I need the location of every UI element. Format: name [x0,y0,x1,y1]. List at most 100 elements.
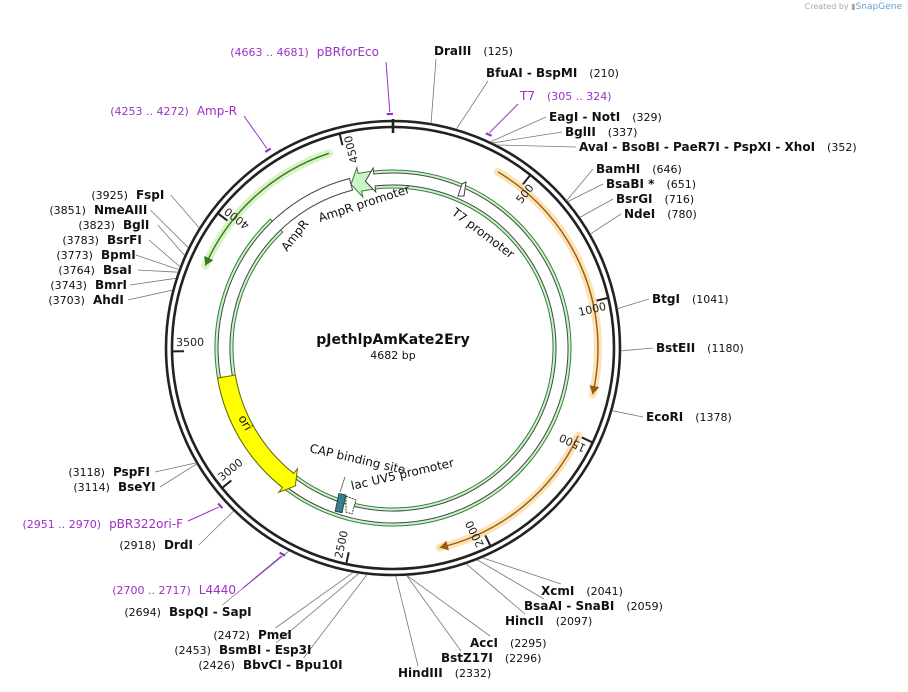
primer-range-t7: (305 .. 324) [547,90,612,103]
feature-cap-binding-site [334,492,347,514]
tick-4000 [217,212,228,222]
site-pos-bseyi: (3114) [73,481,110,494]
site-line-eagi-noti [490,116,547,143]
primer-line-pbrforeco [385,61,391,113]
site-label-ndei: NdeI(780) [624,207,697,221]
site-label-xcmi: XcmI(2041) [541,584,623,598]
site-label-ecori: EcoRI(1378) [646,410,732,424]
site-line-nmeaiii [150,209,189,248]
site-line-xcmi [482,557,562,585]
site-pos-draiii: (125) [483,45,513,58]
primer-range-l4440: (2700 .. 2717) [112,584,191,597]
arc-line-3 [204,152,330,266]
site-pos-bpmi: (3773) [56,249,93,262]
site-label-pmei: (2472)PmeI [213,628,291,642]
site-pos-btgi: (1041) [692,293,729,306]
site-pos-bsrgi: (716) [665,193,695,206]
site-line-bsteii [620,347,654,352]
tick-label-2500: 2500 [332,529,351,559]
site-pos-drdi: (2918) [119,539,156,552]
feature-arcs [201,149,602,552]
primer-line-pbr322ori-f [187,506,219,522]
tick-label-3000: 3000 [216,456,246,484]
site-label-acci: AccI(2295) [470,636,547,650]
site-label-bsrgi: BsrGI (716) [616,192,694,206]
site-bspqi-sapi: (2694)BspQI - SapI [124,605,251,619]
site-line-acci [406,575,491,637]
site-leader-lines [127,58,654,667]
arc-arrowhead-3 [204,255,214,266]
site-pos-xcmi: (2041) [586,585,623,598]
site-line-bbvci-bpu10i [303,574,368,659]
plasmid-name: pJethlpAmKate2Ery [316,332,469,348]
arc-line-1 [497,171,599,395]
primer-label-pbrforeco: (4663 .. 4681)pBRforEco [230,45,379,59]
arc-arrowhead-1 [589,385,600,395]
site-label-bsai: (3764)BsaI [58,263,131,277]
site-name-avai-bsobi-paer7i-pspxi-xhoi: AvaI - BsoBI - PaeR7I - PspXI - XhoI [579,140,815,154]
tick-4500 [338,133,344,146]
site-label-bspqi-sapi: (2694)BspQI - SapI [124,605,251,619]
site-label-bseyi: (3114)BseYI [73,480,155,494]
restriction-sites: DraIII(125)BfuAI - BspMI(210)EagI - NotI… [48,44,856,680]
primer-pbr322ori-f: (2951 .. 2970)pBR322ori-F [23,517,184,531]
site-bsaai-snabi: BsaAI - SnaBI(2059) [524,599,663,613]
primer-label-amp-r: (4253 .. 4272)Amp-R [110,104,237,118]
site-name-hindiii: HindIII [398,666,443,680]
site-label-bsabi: BsaBI *(651) [606,177,696,191]
site-name-bsrgi: BsrGI [616,192,653,206]
feature-ampr [214,165,572,527]
primer-range-amp-r: (4253 .. 4272) [110,105,189,118]
site-ahdi: (3703)AhdI [48,293,123,307]
primer-mark-pbr322ori-f [217,502,224,509]
site-line-bsai [137,269,178,273]
tick-label-3500: 3500 [176,336,204,349]
site-label-bstz17i: BstZ17I(2296) [441,651,541,665]
primer-mark-t7 [485,132,493,137]
site-ndei: NdeI(780) [624,207,697,221]
site-pos-ecori: (1378) [695,411,732,424]
site-name-bsmbi-esp3i: BsmBI - Esp3I [219,643,311,657]
site-line-bsrgi [579,198,614,218]
site-label-nmeaiii: (3851)NmeAIII [49,203,147,217]
feature-label-ori: ori [235,413,255,434]
site-drdi: (2918)DrdI [119,538,193,552]
site-bsabi: BsaBI *(651) [606,177,696,191]
arc-line-2 [439,435,579,549]
primer-line-t7 [489,103,519,133]
site-bsrgi: BsrGI (716) [616,192,694,206]
site-label-bsteii: BstEII(1180) [656,341,744,355]
arc-arrowhead-2 [439,540,449,551]
site-pos-ahdi: (3703) [48,294,85,307]
tick-2500 [345,552,350,565]
primer-l4440: (2700 .. 2717)L4440 [112,583,236,597]
site-line-ahdi [127,289,173,301]
site-label-bamhi: BamHI(646) [596,162,682,176]
site-line-bamhi [566,168,594,201]
site-avai-bsobi-paer7i-pspxi-xhoi: AvaI - BsoBI - PaeR7I - PspXI - XhoI(352… [579,140,857,154]
site-pos-hincii: (2097) [556,615,593,628]
site-line-bpmi [135,254,180,270]
primer-label-l4440: (2700 .. 2717)L4440 [112,583,236,597]
feature-leader-cap [339,476,346,493]
site-pos-bgli: (3823) [78,219,115,232]
site-bpmi: (3773)BpmI [56,248,135,262]
site-pos-bspqi-sapi: (2694) [124,606,161,619]
site-line-fspi [170,194,200,229]
site-line-draiii [430,58,437,124]
primer-pbrforeco: (4663 .. 4681)pBRforEco [230,45,379,59]
site-name-pmei: PmeI [258,628,292,642]
site-label-hindiii: HindIII(2332) [398,666,491,680]
site-label-bbvci-bpu10i: (2426)BbvCI - Bpu10I [198,658,342,672]
site-line-pmei [275,572,354,629]
feature-ori [216,374,299,494]
site-pos-acci: (2295) [510,637,547,650]
site-pos-nmeaiii: (3851) [49,204,86,217]
primer-name-pbr322ori-f: pBR322ori-F [109,517,183,531]
site-xcmi: XcmI(2041) [541,584,623,598]
site-bbvci-bpu10i: (2426)BbvCI - Bpu10I [198,658,342,672]
snapgene-credit: Created by ▮SnapGene [805,2,902,12]
site-name-bstz17i: BstZ17I [441,651,493,665]
site-pos-bsrfi: (3783) [62,234,99,247]
